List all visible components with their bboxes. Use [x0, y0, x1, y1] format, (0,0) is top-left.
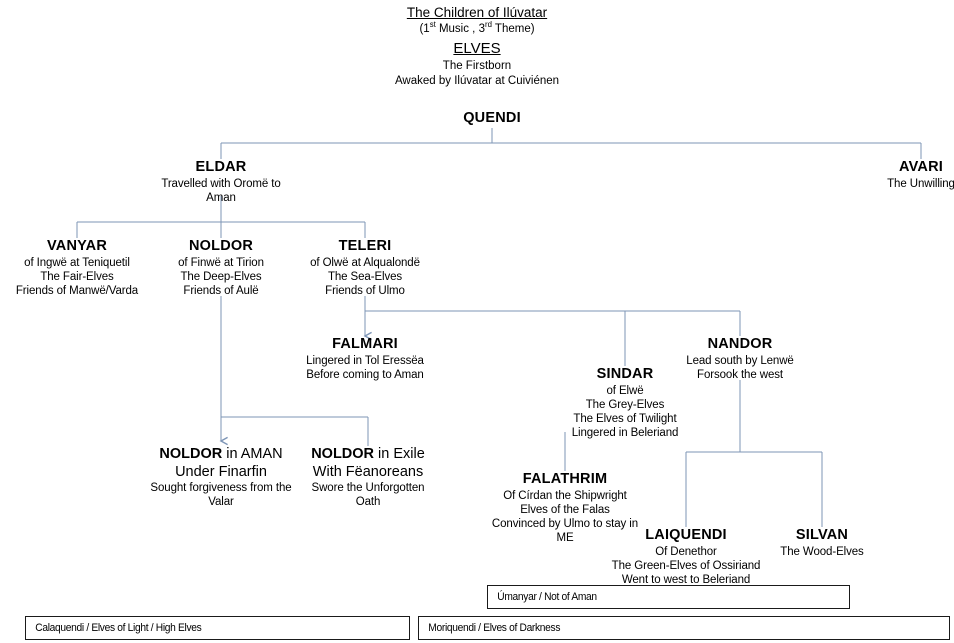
node-eldar-title: ELDAR	[195, 159, 247, 175]
node-silvan-title: SILVAN	[795, 527, 849, 543]
node-sindar-line-2: The Grey-Elves	[585, 398, 665, 411]
node-noldor-in-exile: NOLDOR in Exile With Fëanoreans Swore th…	[298, 446, 438, 509]
node-teleri-title: TELERI	[338, 238, 392, 254]
node-falathrim: FALATHRIM Of Círdan the Shipwright Elves…	[475, 471, 655, 545]
node-laiquendi: LAIQUENDI Of Denethor The Green-Elves of…	[596, 527, 776, 587]
node-noldor-in-aman-line-2: Valar	[208, 496, 234, 509]
node-falathrim-line-1: Of Círdan the Shipwright	[503, 489, 627, 502]
node-noldor-in-aman-title: NOLDOR in AMAN	[159, 446, 283, 462]
node-teleri-line-2: The Sea-Elves	[327, 270, 403, 283]
node-eldar: ELDAR Travelled with Oromë to Aman	[121, 159, 321, 205]
node-laiquendi-line-1: Of Denethor	[655, 545, 717, 558]
node-silvan-line-1: The Wood-Elves	[780, 545, 864, 558]
node-noldor: NOLDOR of Finwë at Tirion The Deep-Elves…	[131, 238, 311, 298]
legend-moriquendi-label: Moriquendi / Elves of Darkness	[428, 622, 561, 634]
node-noldor-in-aman: NOLDOR in AMAN Under Finarfin Sought for…	[146, 446, 296, 509]
node-vanyar-line-3: Friends of Manwë/Varda	[15, 284, 139, 297]
node-nandor-line-2: Forsook the west	[697, 368, 783, 381]
node-nandor-line-1: Lead south by Lenwë	[686, 354, 794, 367]
node-falmari-line-2: Before coming to Aman	[306, 368, 424, 381]
node-noldor-in-aman-line-1: Sought forgiveness from the	[150, 482, 292, 495]
node-nandor-title: NANDOR	[707, 336, 773, 352]
node-falathrim-line-2: Elves of the Falas	[520, 503, 610, 516]
node-teleri: TELERI of Olwë at Alqualondë The Sea-Elv…	[275, 238, 455, 298]
node-vanyar-title: VANYAR	[46, 238, 108, 254]
node-avari-title: AVARI	[899, 159, 943, 175]
chart-subtitle: (1st Music , 3rd Theme)	[419, 19, 535, 35]
node-silvan: SILVAN The Wood-Elves	[732, 527, 912, 559]
node-eldar-line-2: Aman	[206, 191, 236, 204]
node-sindar: SINDAR of Elwë The Grey-Elves The Elves …	[535, 366, 715, 440]
node-vanyar-line-2: The Fair-Elves	[40, 270, 114, 283]
node-noldor-line-1: of Finwë at Tirion	[178, 256, 264, 269]
node-noldor-in-exile-subtitle: With Fëanoreans	[312, 463, 424, 480]
node-sindar-line-3: The Elves of Twilight	[573, 412, 677, 425]
node-falmari-line-1: Lingered in Tol Eressëa	[306, 354, 424, 367]
node-nandor: NANDOR Lead south by Lenwë Forsook the w…	[650, 336, 830, 382]
node-avari-line-1: The Unwilling	[887, 177, 954, 190]
node-falmari-title: FALMARI	[332, 336, 398, 352]
node-falmari: FALMARI Lingered in Tol Eressëa Before c…	[275, 336, 455, 382]
node-quendi-title: QUENDI	[463, 110, 521, 126]
chart-header: The Children of Ilúvatar (1st Music , 3r…	[0, 4, 954, 89]
node-sindar-line-4: Lingered in Beleriand	[571, 426, 679, 439]
node-noldor-line-2: The Deep-Elves	[180, 270, 262, 283]
node-falathrim-line-3: Convinced by Ulmo to stay in	[491, 517, 639, 530]
node-laiquendi-line-2: The Green-Elves of Ossiriand	[611, 559, 761, 572]
node-noldor-in-exile-line-1: Swore the Unforgotten	[311, 482, 425, 495]
header-line-awaked: Awaked by Ilúvatar at Cuiviénen	[394, 74, 560, 87]
node-vanyar-line-1: of Ingwë at Teniquetil	[24, 256, 130, 269]
node-vanyar: VANYAR of Ingwë at Teniquetil The Fair-E…	[0, 238, 167, 298]
node-noldor-in-aman-subtitle: Under Finarfin	[175, 463, 267, 480]
header-line-firstborn: The Firstborn	[442, 59, 512, 72]
node-laiquendi-line-3: Went to west to Beleriand	[621, 573, 751, 586]
node-laiquendi-title: LAIQUENDI	[645, 527, 727, 543]
node-avari: AVARI The Unwilling	[831, 159, 954, 191]
node-noldor-line-3: Friends of Aulë	[183, 284, 259, 297]
legend-box-calaquendi: Calaquendi / Elves of Light / High Elves	[25, 616, 410, 640]
node-quendi: QUENDI	[422, 110, 562, 128]
legend-box-umanyar: Úmanyar / Not of Aman	[487, 585, 850, 609]
node-teleri-line-3: Friends of Ulmo	[325, 284, 405, 297]
node-noldor-title: NOLDOR	[188, 238, 254, 254]
legend-umanyar-label: Úmanyar / Not of Aman	[497, 591, 597, 603]
node-falathrim-title: FALATHRIM	[522, 471, 608, 487]
chart-title: The Children of Ilúvatar	[406, 5, 548, 20]
legend-calaquendi-label: Calaquendi / Elves of Light / High Elves	[35, 622, 202, 634]
node-noldor-in-exile-title: NOLDOR in Exile	[311, 446, 425, 462]
node-falathrim-line-4: ME	[556, 531, 574, 544]
node-sindar-line-1: of Elwë	[606, 384, 644, 397]
node-eldar-line-1: Travelled with Oromë to	[161, 177, 281, 190]
legend-box-moriquendi: Moriquendi / Elves of Darkness	[418, 616, 950, 640]
node-noldor-in-exile-line-2: Oath	[355, 496, 381, 509]
section-title-elves: ELVES	[453, 39, 501, 57]
node-teleri-line-1: of Olwë at Alqualondë	[310, 256, 420, 269]
node-sindar-title: SINDAR	[596, 366, 654, 382]
